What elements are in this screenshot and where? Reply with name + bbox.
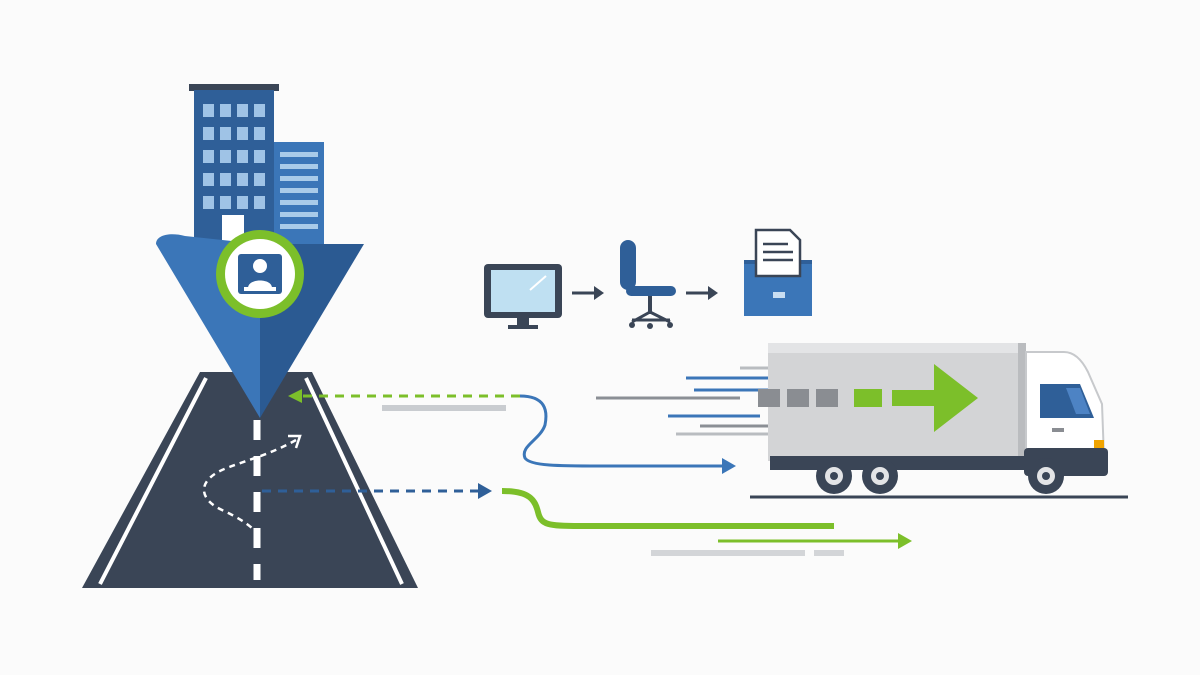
road bbox=[82, 372, 418, 588]
map-pin-icon bbox=[156, 230, 364, 418]
arrow-right-icon bbox=[686, 286, 718, 300]
chair-icon bbox=[620, 240, 676, 329]
return-arrow bbox=[288, 389, 520, 411]
dispatch-arrow bbox=[262, 483, 492, 499]
delivery-truck-icon bbox=[750, 343, 1128, 499]
delivery-line bbox=[501, 488, 912, 556]
building-icon bbox=[189, 84, 324, 250]
monitor-icon bbox=[484, 264, 562, 329]
box-icon bbox=[744, 228, 812, 316]
arrow-right-icon bbox=[572, 286, 604, 300]
truck-wheels bbox=[816, 458, 1064, 494]
document-icon bbox=[754, 228, 802, 278]
person-icon bbox=[238, 254, 282, 294]
route-to-truck bbox=[519, 394, 736, 474]
